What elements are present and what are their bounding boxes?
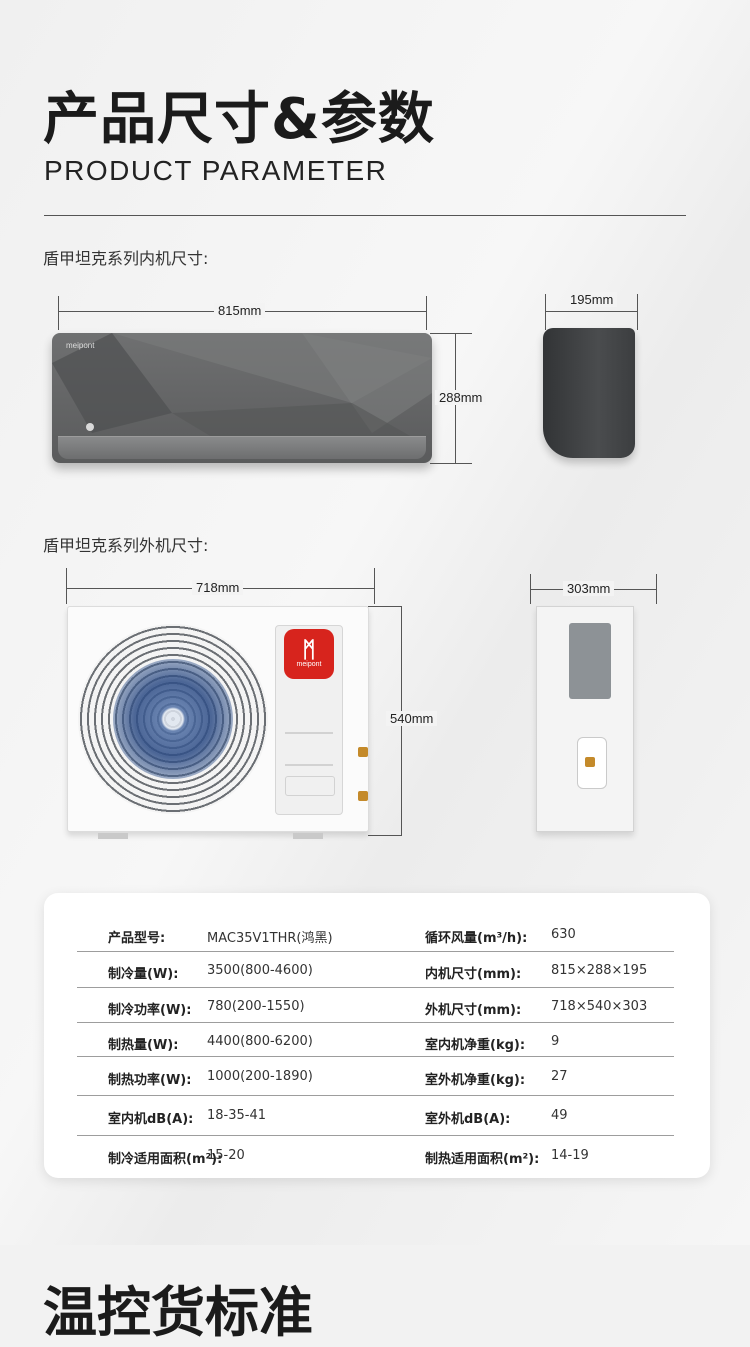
param-key-k1-row-6: 制冷适用面积(m²): (108, 1152, 223, 1167)
meipont-logo: ᛗ meipont (284, 629, 334, 679)
outdoor-foot-right (293, 833, 323, 839)
fan-grille (78, 624, 268, 814)
indoor-panel-facets (52, 333, 432, 437)
parameters-card: 产品型号: MAC35V1THR(鸿黑) 循环风量(m³/h): 630 制冷量(W):… (44, 893, 710, 1178)
outdoor-width-tick-left (66, 568, 67, 604)
param-value-v1-row-5: 18-35-41 (207, 1108, 267, 1123)
indoor-brand-logo: meipont (66, 341, 95, 350)
outdoor-unit-side-image (536, 606, 634, 832)
param-key-k1-row-5: 室内机dB(A): (108, 1112, 194, 1127)
indoor-width-label: 815mm (214, 303, 266, 318)
electrical-box (569, 623, 611, 699)
pipe-connector-top (358, 747, 368, 757)
param-key-k1-row-3: 制热量(W): (108, 1038, 179, 1053)
title-divider (44, 215, 686, 216)
param-key-k2-row-3: 室内机净重(kg): (425, 1038, 526, 1053)
outdoor-height-tick-top (368, 606, 402, 607)
param-value-v2-row-0: 630 (551, 927, 576, 942)
param-key-k2-row-1: 内机尺寸(mm): (425, 967, 522, 982)
param-key-k2-row-5: 室外机dB(A): (425, 1112, 511, 1127)
param-value-v1-row-6: 15-20 (207, 1148, 245, 1163)
side-valve-connector (585, 757, 595, 767)
pipe-connector-bottom (358, 791, 368, 801)
panel-vents (285, 732, 333, 766)
param-key-k2-row-0: 循环风量(m³/h): (425, 931, 528, 946)
param-key-k1-row-2: 制冷功率(W): (108, 1003, 192, 1018)
indoor-height-tick-bottom (430, 463, 472, 464)
param-value-v2-row-5: 49 (551, 1108, 568, 1123)
param-value-v2-row-4: 27 (551, 1069, 568, 1084)
outdoor-height-label: 540mm (386, 711, 438, 726)
indoor-depth-line (545, 311, 637, 312)
outdoor-depth-tick-right (656, 574, 657, 604)
param-value-v2-row-1: 815×288×195 (551, 963, 648, 978)
indoor-section-label: 盾甲坦克系列内机尺寸: (43, 249, 209, 268)
indoor-unit-front-image: meipont (52, 333, 432, 463)
param-value-v1-row-1: 3500(800-4600) (207, 963, 313, 978)
indoor-status-indicator (86, 423, 94, 431)
outdoor-height-tick-bottom (368, 835, 402, 836)
indoor-depth-tick-left (545, 294, 546, 330)
indoor-width-tick-right (426, 296, 427, 330)
outdoor-foot-left (98, 833, 128, 839)
param-key-k1-row-4: 制热功率(W): (108, 1073, 192, 1088)
indoor-unit-side-image (543, 328, 635, 458)
param-key-k2-row-6: 制热适用面积(m²): (425, 1152, 540, 1167)
indoor-height-tick-top (430, 333, 472, 334)
param-key-k1-row-0: 产品型号: (108, 931, 166, 946)
outdoor-width-label: 718mm (192, 580, 244, 595)
param-divider-5 (77, 1135, 674, 1136)
param-value-v1-row-2: 780(200-1550) (207, 999, 305, 1014)
param-divider-1 (77, 987, 674, 988)
param-key-k2-row-4: 室外机净重(kg): (425, 1073, 526, 1088)
param-value-v1-row-3: 4400(800-6200) (207, 1034, 313, 1049)
param-divider-3 (77, 1056, 674, 1057)
outdoor-depth-label: 303mm (563, 581, 615, 596)
indoor-louver (58, 436, 426, 459)
valve-cover (577, 737, 607, 789)
page-title: 产品尺寸&参数 (43, 87, 435, 152)
param-value-v1-row-4: 1000(200-1890) (207, 1069, 313, 1084)
param-value-v2-row-6: 14-19 (551, 1148, 589, 1163)
outdoor-unit-front-image: ᛗ meipont (67, 606, 369, 839)
param-divider-4 (77, 1095, 674, 1096)
param-divider-0 (77, 951, 674, 952)
param-value-v2-row-3: 9 (551, 1034, 560, 1049)
indoor-depth-tick-right (637, 294, 638, 330)
page-subtitle: PRODUCT PARAMETER (44, 155, 388, 186)
indoor-depth-label: 195mm (566, 292, 618, 307)
outdoor-width-tick-right (374, 568, 375, 604)
harmonyos-label (285, 776, 335, 796)
indoor-height-label: 288mm (435, 390, 487, 405)
param-divider-2 (77, 1022, 674, 1023)
outdoor-section-label: 盾甲坦克系列外机尺寸: (43, 536, 209, 555)
param-value-v1-row-0: MAC35V1THR(鸿黑) (207, 931, 333, 946)
param-value-v2-row-2: 718×540×303 (551, 999, 648, 1014)
indoor-width-tick-left (58, 296, 59, 330)
param-key-k2-row-2: 外机尺寸(mm): (425, 1003, 522, 1018)
outdoor-brand-text: meipont (296, 661, 322, 668)
next-section-title: 温控货标准 (43, 1281, 313, 1344)
param-key-k1-row-1: 制冷量(W): (108, 967, 179, 982)
